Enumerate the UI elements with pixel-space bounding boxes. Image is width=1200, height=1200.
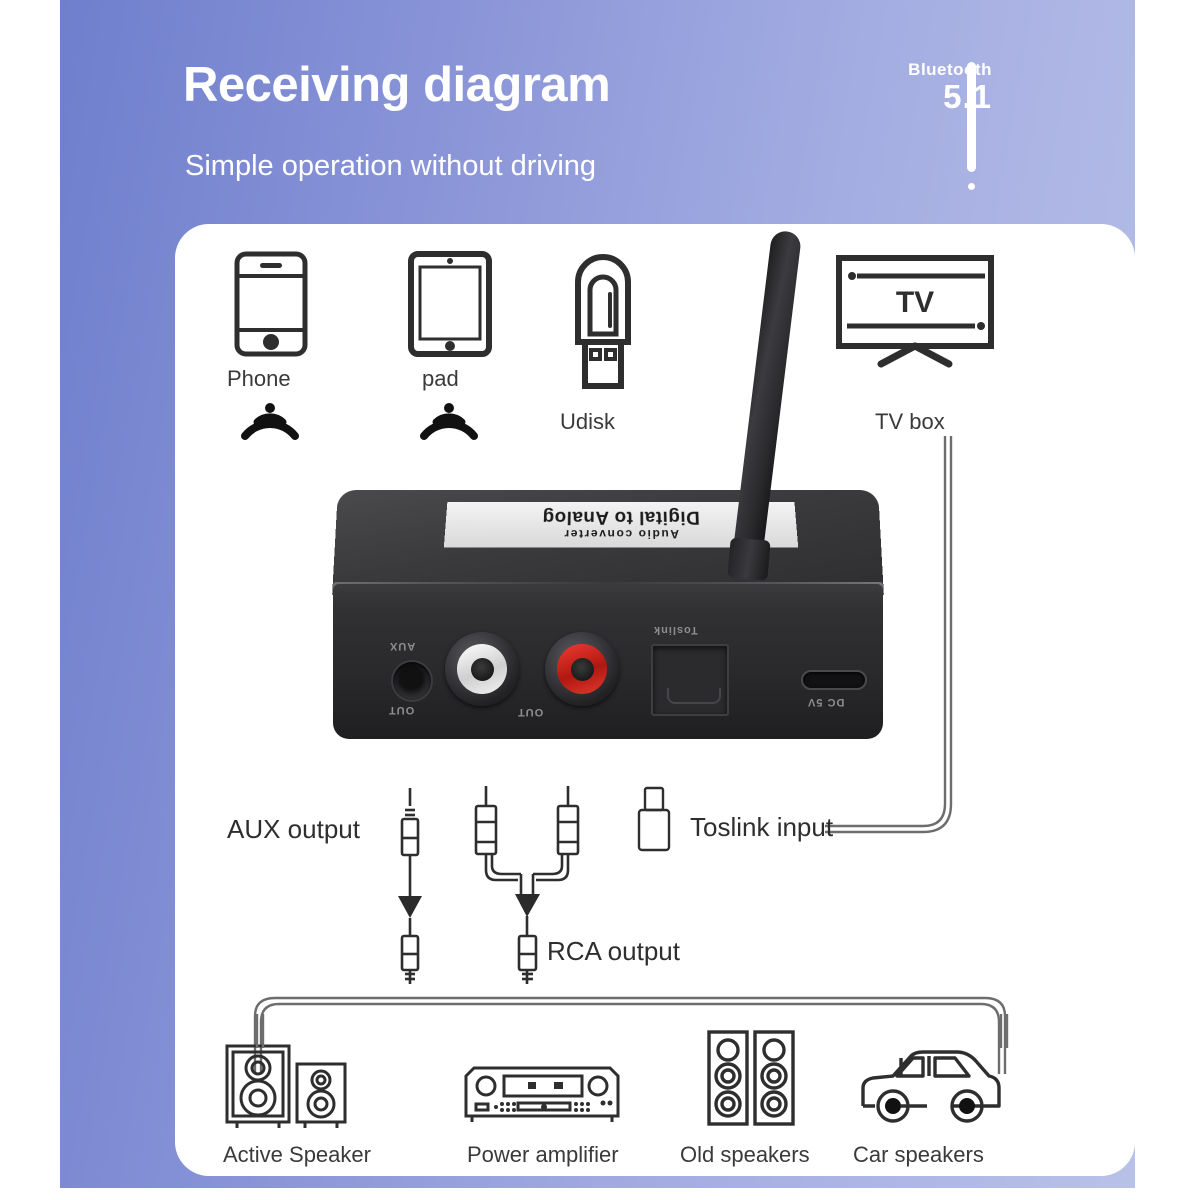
accent-bar [967,62,976,172]
tv-icon: TV [835,254,999,368]
device-top-face: Digital to Analog Audio converter [332,490,884,598]
tablet-icon [407,250,493,358]
car-icon [857,1044,1005,1130]
wireless-wave-icon-pad [416,399,482,445]
connection-label-aux: AUX output [227,814,360,844]
connection-label-rca: RCA output [547,936,680,966]
tv-screen-label: TV [896,286,934,319]
output-label-power-amplifier: Power amplifier [467,1142,619,1167]
output-label-active-speaker: Active Speaker [223,1142,371,1167]
output-label-old-speakers: Old speakers [680,1142,810,1167]
tower-speaker-icon [705,1028,797,1128]
power-label: DC 5V [807,696,845,708]
rca-jack-left-white[interactable] [445,632,519,706]
phone-icon [233,250,309,358]
rca-jack-right-red[interactable] [545,632,619,706]
source-label-pad: pad [422,366,459,391]
usb-drive-icon [560,246,646,394]
aux-label-top: AUX [389,640,416,652]
wireless-wave-icon-phone [237,399,303,445]
diagram-card: Phone pad [175,224,1135,1176]
amplifier-icon [458,1060,626,1128]
aux-output-jack[interactable] [393,662,431,700]
audio-converter-device: Digital to Analog Audio converter AUX OU… [325,229,895,779]
source-label-tvbox: TV box [875,409,945,434]
source-label-udisk: Udisk [560,409,616,434]
toslink-label: Toslink [653,624,698,636]
page-subtitle: Simple operation without driving [185,150,597,182]
aux-label-bottom: OUT [388,704,415,716]
antenna-base [727,537,771,581]
source-label-phone: Phone [227,366,291,391]
toslink-input-port[interactable] [651,644,729,716]
dc-power-port[interactable] [801,670,867,690]
active-speaker-icon [223,1042,353,1132]
rca-label-out: OUT [517,706,544,718]
device-front-panel: AUX OUT OUT Toslink DC 5V [333,584,883,739]
connection-label-toslink: Toslink input [690,812,834,842]
page-title: Receiving diagram [183,58,611,112]
accent-dot [968,183,975,190]
output-label-car-speakers: Car speakers [853,1142,984,1167]
